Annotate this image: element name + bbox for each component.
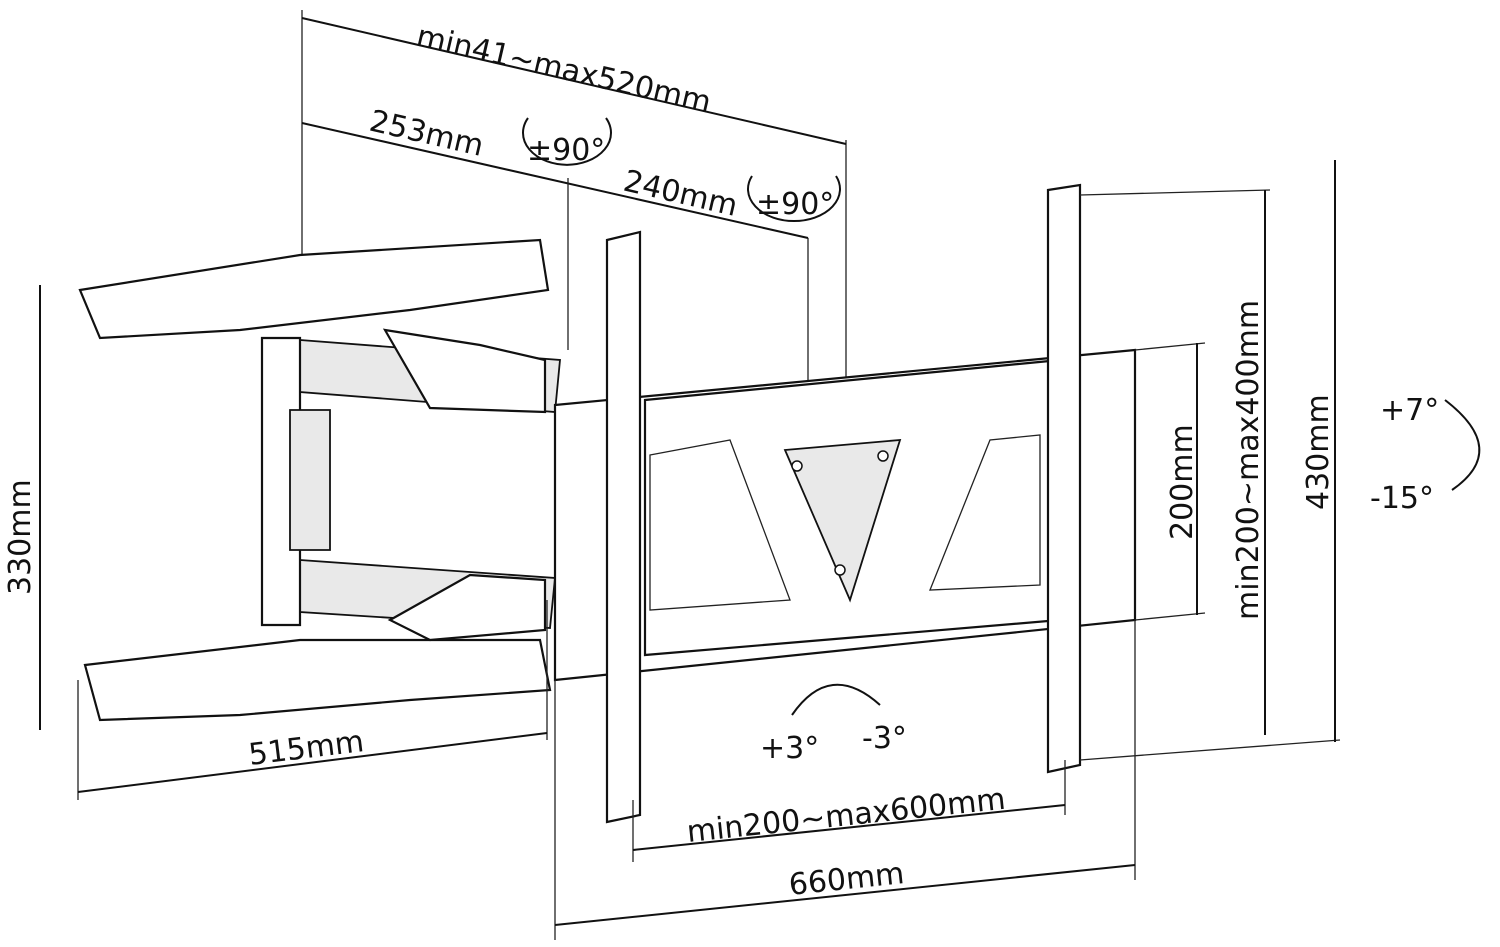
label-arm-extension: min41~max520mm: [413, 19, 714, 121]
label-vesa-vertical-range: min200~max400mm: [1231, 300, 1266, 620]
label-wall-width: 515mm: [247, 724, 366, 773]
swivel-arrow-icon: [747, 175, 841, 222]
label-rotation-right: -3°: [862, 721, 907, 756]
label-vesa-horizontal: min200~max600mm: [685, 782, 1007, 850]
extension-line-bottom: [1079, 739, 1341, 761]
upper-arm: [78, 238, 561, 414]
swivel-indicator-1: ±90°: [522, 117, 612, 168]
rotation-arrow-icon: [791, 683, 881, 716]
center-vesa-plate: [783, 438, 902, 603]
extension-line-200-top: [1134, 342, 1206, 351]
dimension-line-arm-segments: [301, 122, 809, 239]
swivel-indicator-2: ±90°: [747, 175, 841, 222]
label-arm-segment-2: 240mm: [620, 164, 741, 224]
dimension-line-arm-extension: [301, 17, 847, 145]
label-wall-height: 330mm: [3, 479, 38, 595]
wall-plate: [260, 336, 331, 627]
label-swivel-1: ±90°: [527, 133, 605, 168]
extension-line-top: [1079, 189, 1271, 196]
tilt-indicator: +7° -15°: [1370, 393, 1481, 516]
label-bracket-width: 660mm: [787, 856, 906, 903]
extension-line-200-bottom: [1134, 612, 1206, 621]
label-swivel-2: ±90°: [756, 187, 834, 222]
dimension-line-vesa-horizontal: [632, 804, 1066, 851]
vertical-rail-right: [1046, 183, 1082, 774]
dimension-line-bracket-width: [554, 864, 1136, 926]
tv-bracket-frame: [553, 348, 1137, 682]
dimension-line-wall-width: [77, 732, 548, 793]
label-tilt-up: +7°: [1380, 393, 1439, 428]
label-vesa-vertical-fixed: 200mm: [1165, 424, 1200, 540]
label-tilt-down: -15°: [1370, 481, 1434, 516]
vertical-rail-left: [605, 230, 642, 824]
label-rotation-left: +3°: [760, 731, 819, 766]
rotation-indicator: +3° -3°: [760, 683, 907, 766]
label-bracket-height: 430mm: [1301, 394, 1336, 510]
tilt-arrow-icon: [1444, 399, 1481, 491]
label-arm-segment-1: 253mm: [366, 104, 487, 164]
swivel-arrow-icon: [522, 117, 612, 166]
lower-arm: [83, 559, 556, 722]
